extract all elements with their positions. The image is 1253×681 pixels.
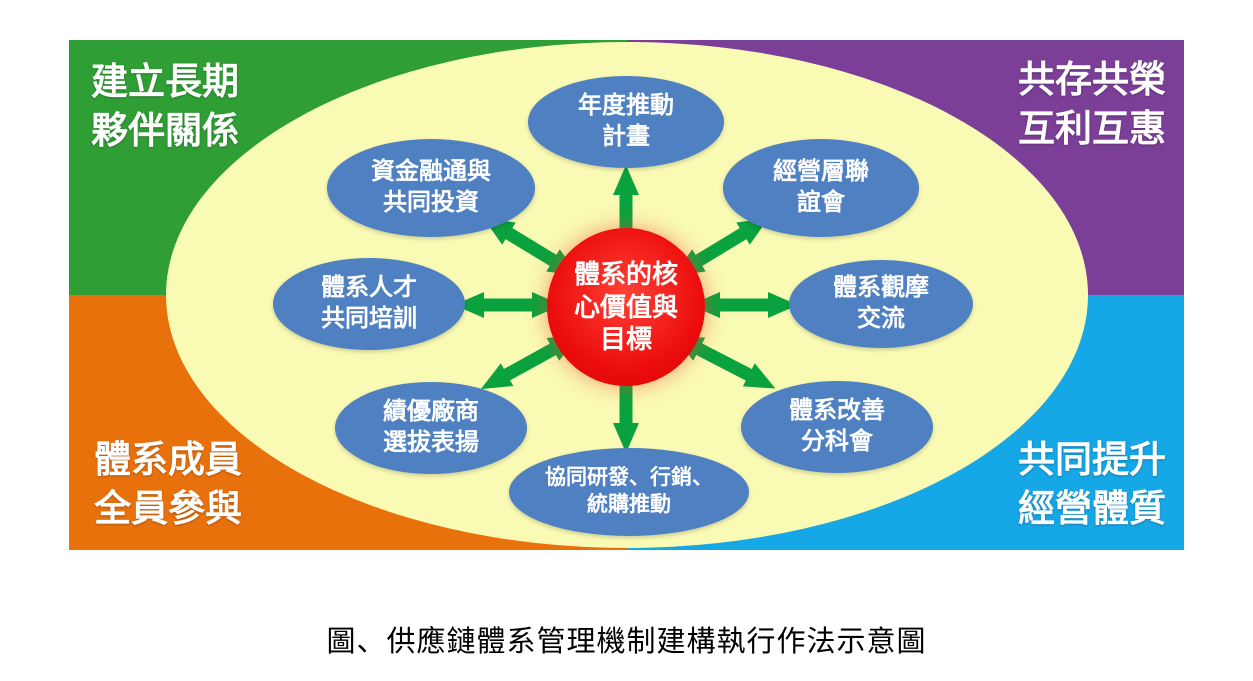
arrow-northwest [483, 218, 579, 276]
figure-caption: 圖、供應鏈體系管理機制建構執行作法示意圖 [326, 626, 927, 658]
quadrant-label-top-left: 建立長期 夥伴關係 [91, 61, 239, 151]
node-system-observation-exchange: 體系觀摩 交流 [789, 260, 973, 348]
node-core-values-goals: 體系的核 心價值與 目標 [547, 228, 705, 386]
quadrant-label-top-right: 共存共榮 互利互惠 [1018, 59, 1166, 149]
node-joint-rd-marketing-purchase: 協同研發、行銷、 統購推動 [509, 448, 749, 536]
arrow-southeast [672, 335, 776, 389]
arrow-northeast [673, 218, 769, 276]
node-management-fellowship: 經營層聯 誼會 [723, 139, 919, 237]
node-improvement-subcommittee: 體系改善 分科會 [741, 381, 933, 473]
arrow-southwest [480, 334, 580, 390]
supply-chain-diagram: 年度推動 計畫 資金融通與 共同投資 經營層聯 誼會 體系人才 共同培訓 體系觀… [69, 40, 1184, 550]
node-annual-promotion-plan: 年度推動 計畫 [528, 76, 724, 168]
node-talent-joint-training: 體系人才 共同培訓 [273, 258, 465, 350]
quadrant-label-bottom-left: 體系成員 全員參與 [94, 439, 242, 530]
node-financing-joint-investment: 資金融通與 共同投資 [327, 139, 535, 237]
quadrant-label-bottom-right: 共同提升 經營體質 [1018, 439, 1166, 530]
node-outstanding-vendor-award: 績優廠商 選拔表揚 [335, 382, 527, 474]
